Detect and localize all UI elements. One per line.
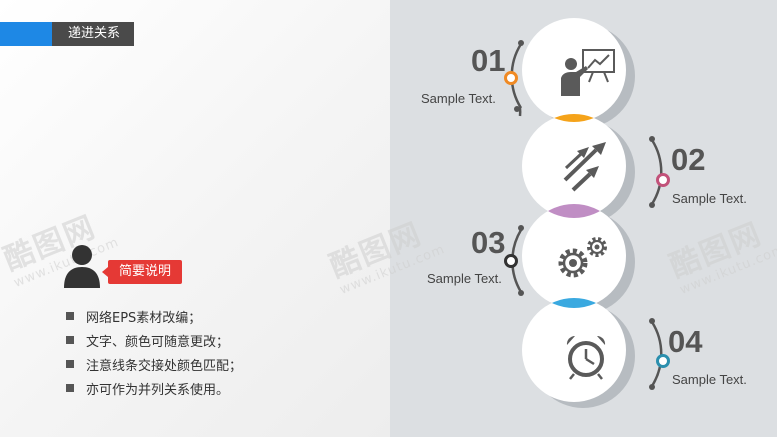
step-text-02: Sample Text. <box>672 191 747 206</box>
list-item-text: 网络EPS素材改编； <box>86 310 202 326</box>
list-item: 网络EPS素材改编； <box>66 304 242 328</box>
bullet-marker <box>66 360 74 368</box>
bullet-list: 网络EPS素材改编； 文字、颜色可随意更改； 注意线条交接处颜色匹配； 亦可作为… <box>66 304 242 400</box>
person-icon <box>64 245 100 288</box>
gears-icon <box>558 237 607 278</box>
step-number-01: 01 <box>471 43 505 78</box>
step-number-02: 02 <box>671 142 705 177</box>
title-accent <box>0 22 52 46</box>
list-item-text: 亦可作为并列关系使用。 <box>86 382 230 398</box>
presentation-icon <box>561 49 615 96</box>
step-circle-3 <box>522 204 626 308</box>
list-item-text: 注意线条交接处颜色匹配； <box>86 358 243 374</box>
list-item: 文字、颜色可随意更改； <box>66 328 242 352</box>
step-number-04: 04 <box>668 324 703 359</box>
page-title: 递进关系 <box>52 22 135 46</box>
step-number-03: 03 <box>471 225 505 260</box>
callout-label: 简要说明 <box>101 260 183 284</box>
growth-arrows-icon <box>563 142 606 192</box>
list-item: 亦可作为并列关系使用。 <box>66 376 242 400</box>
bullet-marker <box>66 384 74 392</box>
bullet-marker <box>66 336 74 344</box>
step-circle-2 <box>522 114 626 218</box>
step-text-03: Sample Text. <box>427 271 502 286</box>
step-text-01: Sample Text. <box>421 91 496 106</box>
connector-node-01 <box>504 71 518 85</box>
list-item: 注意线条交接处颜色匹配； <box>66 352 242 376</box>
list-item-text: 文字、颜色可随意更改； <box>86 334 230 350</box>
connector-node-04 <box>656 354 670 368</box>
bullet-marker <box>66 312 74 320</box>
alarm-clock-icon <box>566 335 606 380</box>
arc-end-dots <box>514 40 655 390</box>
left-panel <box>0 0 390 437</box>
connector-node-02 <box>656 173 670 187</box>
title-bar: 递进关系 <box>0 22 135 46</box>
connector-node-03 <box>504 254 518 268</box>
step-circle-1 <box>522 18 626 122</box>
step-text-04: Sample Text. <box>672 372 747 387</box>
